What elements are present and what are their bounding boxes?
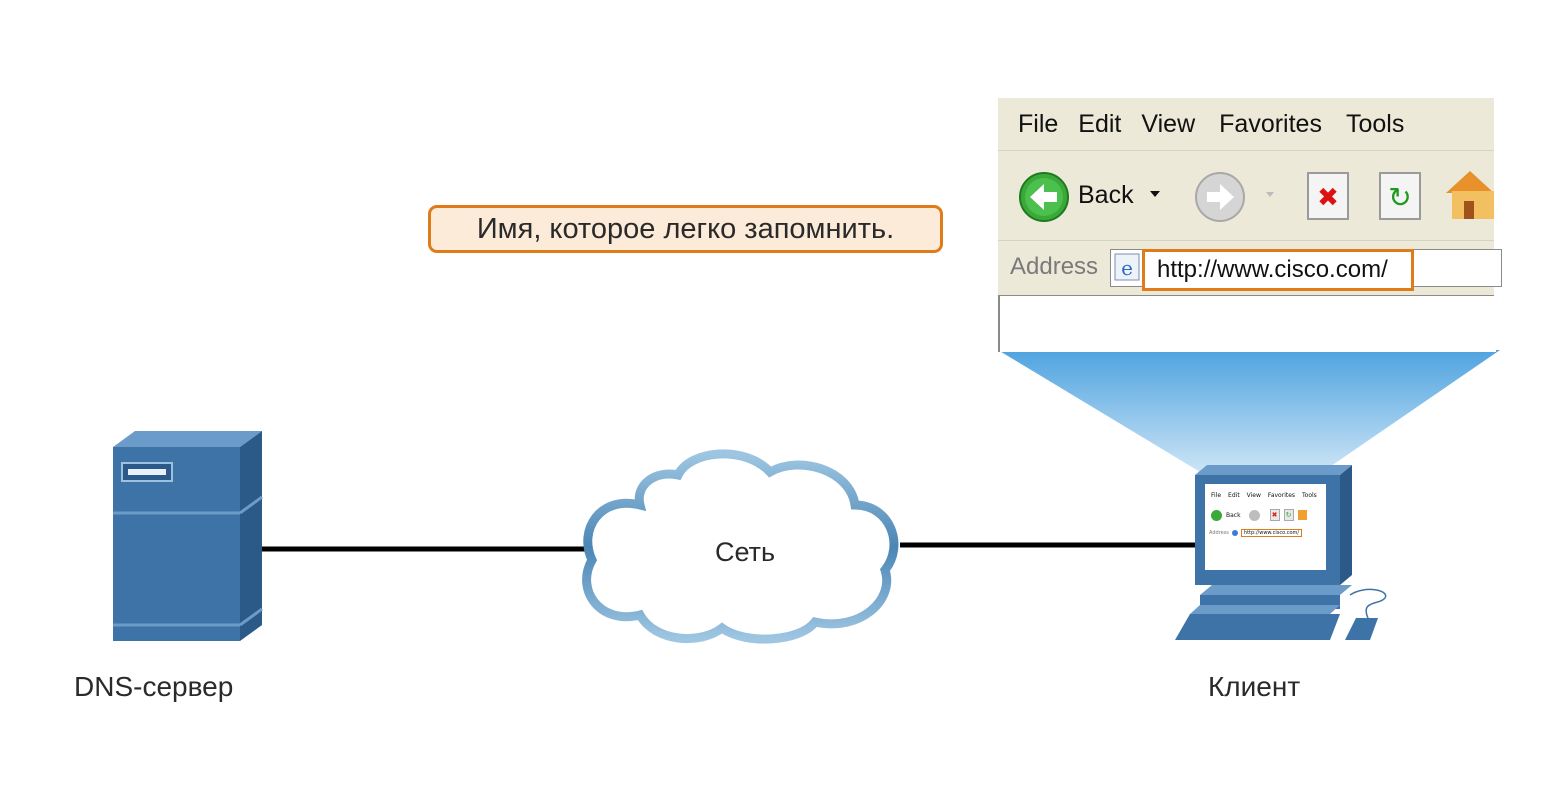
menu-view[interactable]: View — [1141, 109, 1196, 138]
client-label: Клиент — [1208, 671, 1301, 702]
mini-back-label: Back — [1226, 511, 1241, 519]
home-icon[interactable] — [1446, 167, 1494, 223]
mini-menu: File Edit View Favorites Tools — [1205, 484, 1326, 499]
svg-text:↻: ↻ — [1388, 181, 1411, 214]
network-label: Сеть — [715, 537, 776, 567]
client-computer-icon — [1175, 465, 1387, 640]
browser-window: File Edit View Favorites Tools Back ✖ — [998, 98, 1502, 352]
mini-forward-icon — [1248, 509, 1260, 521]
mini-address-label: Address — [1209, 530, 1229, 536]
callout-easy-name: Имя, которое легко запомнить. — [428, 205, 943, 253]
mini-menu-item: File — [1211, 492, 1222, 499]
mini-stop-icon: ✖ — [1269, 509, 1280, 521]
address-label: Address — [1010, 253, 1099, 280]
mini-addressbar: Address http://www.cisco.com/ — [1205, 521, 1326, 537]
stop-icon[interactable]: ✖ — [1306, 171, 1350, 221]
svg-text:✖: ✖ — [1317, 183, 1339, 213]
mini-menu-item: Favorites — [1267, 492, 1296, 499]
menu-favorites[interactable]: Favorites — [1219, 109, 1322, 138]
page-content-area — [998, 296, 1496, 352]
mini-menu-item: Edit — [1228, 492, 1240, 499]
menu-bar: File Edit View Favorites Tools — [998, 98, 1494, 150]
mini-toolbar: Back ✖ ↻ — [1205, 499, 1326, 521]
menu-file[interactable]: File — [1018, 109, 1059, 138]
ie-page-icon: e — [1114, 253, 1140, 281]
svg-text:e: e — [1121, 256, 1133, 280]
network-cloud-icon — [582, 449, 899, 644]
url-input[interactable]: http://www.cisco.com/ — [1142, 249, 1414, 291]
back-dropdown-icon[interactable] — [1148, 189, 1162, 199]
client-screen: File Edit View Favorites Tools Back ✖ ↻ … — [1205, 484, 1326, 570]
zoom-beam — [998, 350, 1500, 475]
mini-menu-item: View — [1246, 492, 1261, 499]
mini-ie-icon — [1231, 530, 1238, 536]
mini-menu-item: Tools — [1302, 492, 1317, 499]
dns-server-label: DNS-сервер — [74, 671, 234, 702]
mini-refresh-icon: ↻ — [1283, 509, 1294, 521]
menu-edit[interactable]: Edit — [1078, 109, 1122, 138]
forward-dropdown-icon[interactable] — [1264, 191, 1276, 199]
toolbar: Back ✖ ↻ — [998, 150, 1494, 241]
server-icon — [113, 431, 263, 641]
forward-icon[interactable] — [1194, 171, 1246, 223]
address-bar: Address e http://www.cisco.com/ — [998, 240, 1502, 297]
back-icon[interactable] — [1018, 171, 1070, 223]
menu-tools[interactable]: Tools — [1345, 109, 1405, 138]
back-label[interactable]: Back — [1078, 181, 1134, 209]
mini-home-icon — [1297, 510, 1307, 520]
refresh-icon[interactable]: ↻ — [1378, 171, 1422, 221]
mini-url-box: http://www.cisco.com/ — [1240, 529, 1303, 537]
mini-back-icon — [1211, 509, 1222, 521]
